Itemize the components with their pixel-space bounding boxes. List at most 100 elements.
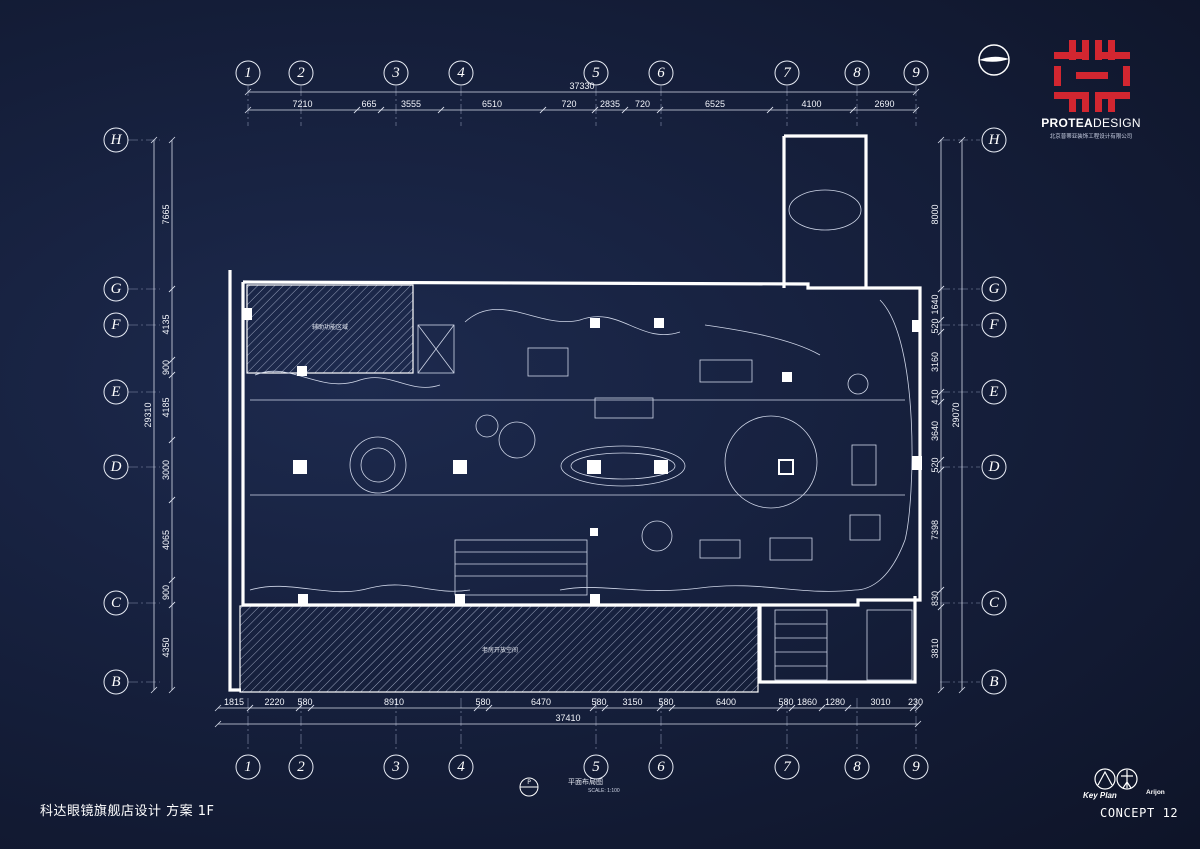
right-dim-tick	[937, 316, 945, 324]
column-axis-bubble	[235, 754, 261, 780]
column-axis-label: 2	[297, 759, 305, 775]
row-axis-label: F	[110, 317, 121, 333]
interior-details	[249, 189, 913, 681]
right-dim-text: 8000	[930, 204, 940, 224]
bottom-dim-text: 580	[591, 697, 606, 707]
right-dim-text: 3640	[930, 421, 940, 441]
bottom-dim-tick	[776, 704, 784, 712]
right-total-dim-text: 29070	[951, 402, 961, 427]
row-axis-label: C	[111, 595, 122, 611]
bottom-dim-text: 8910	[384, 697, 404, 707]
row-axis-bubble	[103, 379, 129, 405]
column-axis-bubble	[648, 60, 674, 86]
axis-lines	[128, 86, 980, 752]
top-dim-tick	[353, 106, 361, 114]
column-axis-label: 8	[853, 65, 861, 81]
column-axis-label: 3	[391, 65, 400, 81]
bottom-dim-text: 1860	[797, 697, 817, 707]
row-axis-label: E	[988, 384, 998, 400]
bottom-total-dim-tick	[914, 720, 922, 728]
column-axis-bubble	[288, 60, 314, 86]
row-axis-label: D	[110, 459, 122, 475]
top-dim-text: 6525	[705, 99, 725, 109]
row-axis-label: C	[989, 595, 1000, 611]
column-axis-label: 5	[592, 65, 600, 81]
bottom-dim-tick	[473, 704, 481, 712]
row-axis-bubble	[981, 454, 1007, 480]
top-total-dim-text: 37330	[569, 81, 594, 91]
right-dim-tick	[937, 398, 945, 406]
top-dim-text: 720	[635, 99, 650, 109]
row-axis-label: G	[111, 281, 122, 297]
column-axis-label: 7	[783, 759, 792, 775]
right-dim-tick	[937, 456, 945, 464]
bottom-dim-text: 580	[475, 697, 490, 707]
top-dim-text: 720	[561, 99, 576, 109]
building-walls	[228, 134, 922, 692]
left-dim-text: 4135	[161, 314, 171, 334]
left-dim-text: 7665	[161, 204, 171, 224]
plan-scale: SCALE: 1:100	[588, 788, 620, 794]
bottom-dim-tick	[214, 704, 222, 712]
right-total-dim-tick	[958, 136, 966, 144]
column-axis-label: 8	[853, 759, 861, 775]
column-axis-bubble	[774, 754, 800, 780]
room-label-open: 老房开放空间	[482, 646, 518, 654]
column-axis-label: 1	[244, 759, 252, 775]
bottom-dim-text: 580	[658, 697, 673, 707]
top-dim-text: 7210	[292, 99, 312, 109]
top-dim-tick	[849, 106, 857, 114]
top-dim-tick	[437, 106, 445, 114]
top-dim-tick	[621, 106, 629, 114]
column-axis-bubble	[383, 60, 409, 86]
key-plan-label: Key Plan	[1083, 791, 1117, 800]
bottom-dim-tick	[818, 704, 826, 712]
row-axis-label: H	[988, 132, 1001, 148]
left-dim-tick	[168, 576, 176, 584]
row-axis-bubble	[103, 312, 129, 338]
left-total-dim-tick	[150, 686, 158, 694]
column-axis-label: 2	[297, 65, 305, 81]
bottom-dim-text: 6470	[531, 697, 551, 707]
right-dim-text: 410	[930, 389, 940, 404]
bottom-dim-tick	[295, 704, 303, 712]
right-dim-text: 3160	[930, 352, 940, 372]
row-axis-label: B	[989, 674, 998, 690]
right-dim-text: 7398	[930, 520, 940, 540]
row-axis-bubble	[981, 276, 1007, 302]
bottom-dim-text: 1280	[825, 697, 845, 707]
bottom-dim-text: 3010	[870, 697, 890, 707]
right-dim-tick	[937, 586, 945, 594]
bottom-total-dim-text: 37410	[555, 713, 580, 723]
row-axis-label: F	[988, 317, 999, 333]
column-axis-label: 7	[783, 65, 792, 81]
top-dim-tick	[539, 106, 547, 114]
bottom-dim-tick	[909, 704, 917, 712]
bottom-dim-tick	[246, 704, 254, 712]
column-axis-bubble	[844, 60, 870, 86]
key-plan-name: Arijon	[1146, 789, 1165, 796]
column-axis-label: 9	[912, 759, 920, 775]
bottom-dim-text: 580	[778, 697, 793, 707]
row-axis-label: G	[989, 281, 1000, 297]
row-axis-label: H	[110, 132, 123, 148]
column-axis-label: 6	[657, 759, 665, 775]
row-axis-bubble	[981, 127, 1007, 153]
top-total-dim-tick	[244, 88, 252, 96]
row-axis-bubble	[103, 669, 129, 695]
column-axis-label: 4	[457, 65, 465, 81]
left-dim-text: 900	[161, 585, 171, 600]
left-dim-tick	[168, 285, 176, 293]
left-total-dim-tick	[150, 136, 158, 144]
right-dim-tick	[937, 388, 945, 396]
protea-logo-icon	[1054, 40, 1130, 112]
north-arrow-icon	[978, 44, 1010, 76]
column-axis-label: 1	[244, 65, 252, 81]
left-dim-text: 3000	[161, 460, 171, 480]
top-dim-tick	[591, 106, 599, 114]
right-dim-tick	[937, 603, 945, 611]
column-axis-bubble	[583, 754, 609, 780]
right-dim-text: 520	[930, 457, 940, 472]
